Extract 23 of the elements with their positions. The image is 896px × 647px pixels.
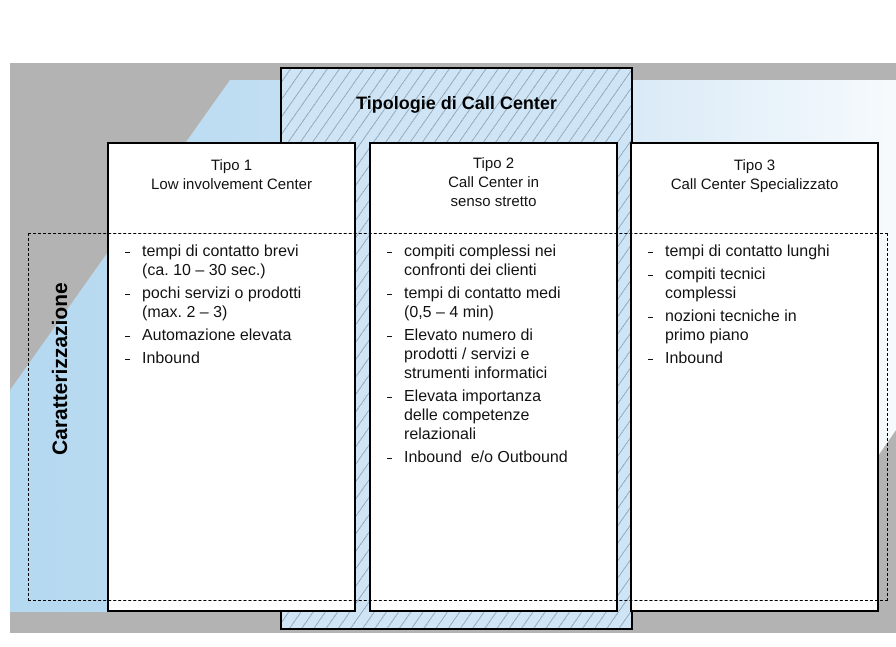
column-heading: Tipo 3 [732, 156, 776, 175]
list-item: Elevato numero di prodotti / servizi e strumenti informatici [379, 326, 579, 383]
list-item: tempi di contatto lunghi [640, 242, 840, 261]
list-item: pochi servizi o prodotti (max. 2 – 3) [117, 284, 317, 322]
panel-title: Tipologie di Call Center [355, 93, 558, 114]
column-heading: Call Center Specializzato [670, 175, 840, 194]
column-card [107, 142, 356, 612]
list-item: Elevata importanza delle competenze relazionali [379, 387, 579, 444]
column-card [369, 142, 618, 612]
column-card [630, 142, 879, 612]
column-heading: Tipo 1 [210, 156, 254, 175]
list-item: Automazione elevata [117, 326, 317, 345]
column-heading: Low involvement Center [150, 175, 313, 194]
list-item: Inbound [640, 349, 840, 368]
dashed-band [28, 233, 888, 601]
column-heading: Call Center in senso stretto [447, 173, 540, 211]
list-item: Inbound [117, 349, 317, 368]
column-heading: Tipo 2 [472, 154, 516, 173]
band-label: Caratterizzazione [49, 282, 73, 458]
list-item: Inbound e/o Outbound [379, 448, 579, 467]
list-item: tempi di contatto brevi (ca. 10 – 30 sec.) [117, 242, 317, 280]
list-item: tempi di contatto medi (0,5 – 4 min) [379, 284, 579, 322]
list-item: nozioni tecniche in primo piano [640, 307, 840, 345]
